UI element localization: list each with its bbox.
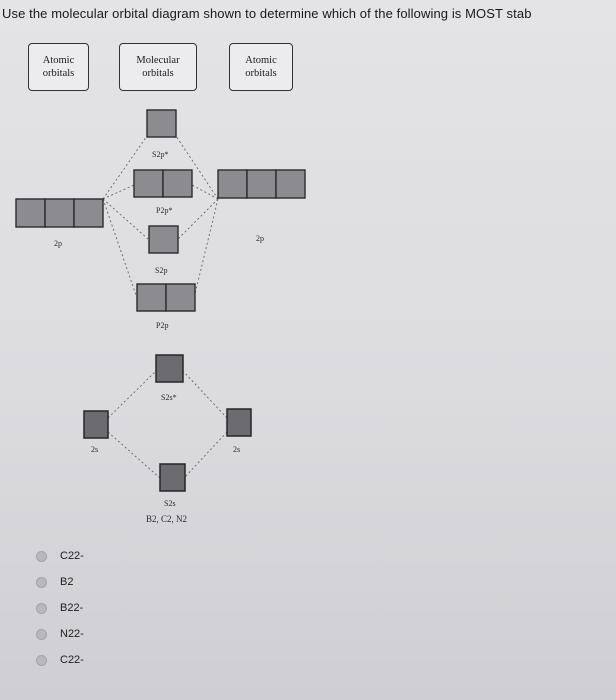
orbital-box [136, 283, 167, 312]
orbital-2s-left [83, 410, 109, 439]
tie-line [177, 198, 219, 240]
molecular-orbitals-header: Molecular orbitals [119, 43, 197, 91]
atomic-orbitals-right-header: Atomic orbitals [229, 43, 293, 91]
label-sigma2p: S2p [155, 266, 167, 275]
tie-line [183, 431, 228, 479]
option-label: B2 [60, 576, 74, 588]
option-label: C22- [60, 550, 84, 562]
label-sigma2s-star: S2s* [161, 393, 177, 402]
label-sigma2p-star: S2p* [152, 150, 168, 159]
radio-button[interactable] [36, 550, 47, 562]
label-2s-left: 2s [91, 445, 98, 454]
option-label: C22- [60, 654, 84, 666]
orbital-2p-right [217, 169, 306, 199]
orbital-sigma2s-star [155, 354, 184, 383]
orbital-box [217, 169, 248, 199]
header-line2: orbitals [42, 68, 75, 79]
orbital-box [15, 198, 46, 228]
option-label: N22- [60, 628, 84, 640]
option-2[interactable]: B2 [36, 569, 84, 595]
header-line1: Atomic [42, 55, 75, 66]
orbital-box [165, 283, 196, 312]
option-3[interactable]: B22- [36, 595, 84, 621]
orbital-box [246, 169, 277, 199]
orbital-sigma2s [159, 463, 186, 492]
orbital-pi2p-star [133, 169, 193, 198]
label-pi2p: P2p [156, 321, 168, 330]
radio-button[interactable] [36, 628, 47, 640]
orbital-box [133, 169, 164, 198]
orbital-pi2p [136, 283, 196, 312]
radio-button[interactable] [36, 576, 47, 588]
tie-lines-2p [102, 135, 219, 299]
radio-button[interactable] [36, 654, 47, 666]
option-4[interactable]: N22- [36, 621, 84, 647]
orbital-box [275, 169, 306, 199]
radio-button[interactable] [36, 602, 47, 614]
option-1[interactable]: C22- [36, 543, 84, 569]
atomic-orbitals-left-header: Atomic orbitals [28, 43, 89, 91]
answer-options: C22- B2 B22- N22- C22- [36, 543, 84, 673]
label-sigma2s: S2s [164, 499, 176, 508]
mo-diagram: S2p* P2p* 2p 2p S2p P2p S2s* 2s 2s S2s B… [15, 109, 306, 524]
question-text: Use the molecular orbital diagram shown … [2, 6, 532, 21]
tie-line [102, 135, 148, 200]
tie-line [102, 198, 138, 299]
tie-line [191, 184, 219, 200]
orbital-box [73, 198, 104, 228]
label-2p-left: 2p [54, 239, 62, 248]
header-line1: Molecular [136, 55, 180, 66]
tie-line [107, 369, 158, 419]
label-pi2p-star: P2p* [156, 206, 172, 215]
header-line2: orbitals [245, 68, 277, 79]
orbital-2s-right [226, 408, 252, 437]
option-5[interactable]: C22- [36, 647, 84, 673]
label-2p-right: 2p [256, 234, 264, 243]
tie-line [102, 184, 135, 200]
tie-line [193, 198, 219, 299]
orbital-box [44, 198, 75, 228]
tie-line [181, 369, 228, 419]
option-label: B22- [60, 602, 84, 614]
orbital-sigma2p-star [146, 109, 177, 138]
header-line1: Atomic [245, 55, 277, 66]
orbital-2p-left [15, 198, 104, 228]
tie-line [107, 431, 161, 479]
tie-line [102, 198, 149, 240]
orbital-sigma2p [148, 225, 179, 254]
label-2s-right: 2s [233, 445, 240, 454]
header-line2: orbitals [142, 68, 174, 79]
tie-lines-2s [107, 369, 228, 479]
orbital-box [162, 169, 193, 198]
diagram-caption: B2, C2, N2 [146, 514, 187, 524]
tie-line [175, 135, 219, 200]
